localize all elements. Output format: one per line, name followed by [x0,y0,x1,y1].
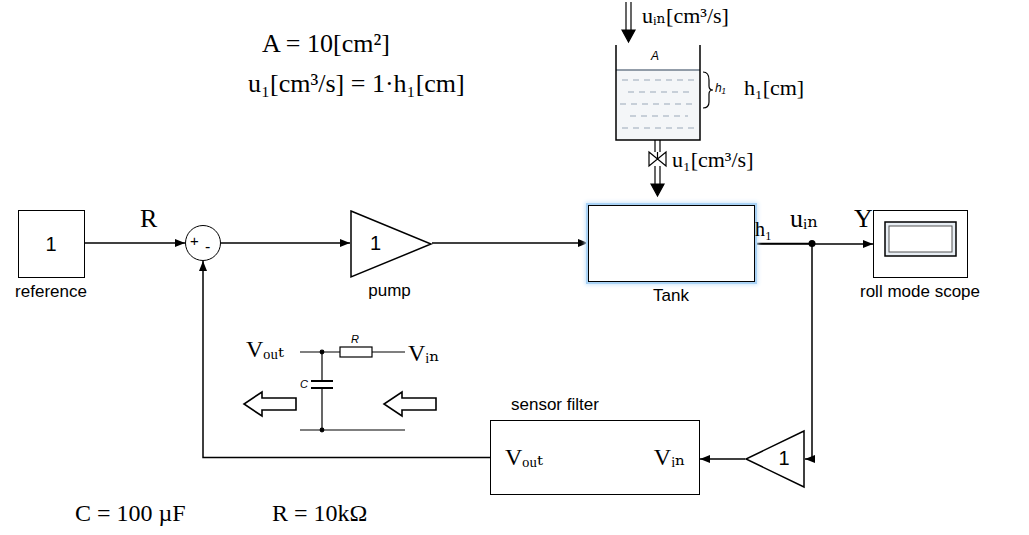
area-value: A = 10[cm²] [262,30,390,59]
signal-line [85,242,185,244]
triangle-outline [350,210,432,278]
resistor-symbol: R [351,333,359,345]
triangle-outline [745,430,805,488]
sum-junction: +- [185,225,221,261]
block-caption: sensor filter [511,396,599,415]
block-caption: roll mode scope [860,283,980,302]
subsystem-block: Tank [588,205,755,282]
block-text: - [205,238,210,256]
inflow-label: uᵢₙ[cm³/s] [642,4,729,28]
constant-block: 1reference [18,210,85,278]
block-caption: reference [15,283,87,302]
block-text: + [190,233,199,250]
block-text: 1 [370,232,381,254]
sensor-filter-block: VₒᵤₜVᵢₙsensor filter [490,420,700,495]
terminal-label: Vₒᵤₜ [246,336,284,362]
output-signal: Y [854,205,873,234]
outflow-label: u₁[cm³/s] [672,148,753,172]
block-caption: Tank [653,287,689,306]
block-text: Vₒᵤₜ [505,444,543,470]
signal-line [221,242,350,244]
component-value: C = 100 µF [75,500,186,526]
component-value: R = 10kΩ [272,500,367,526]
gain-block: 1pump [350,210,432,278]
terminal-label: Vᵢₙ [408,340,440,366]
block-caption: pump [368,282,411,301]
scope-screen [885,222,956,256]
level-symbol: h₁ [715,82,725,95]
block-text: Vᵢₙ [654,444,686,470]
inlet-flow [622,2,635,42]
signal-line [432,242,588,244]
scope-block: roll mode scope [873,210,968,278]
level-label: h₁[cm] [744,76,804,100]
signal-line [700,458,745,460]
signal-line [755,244,812,460]
block-text: 1 [778,447,789,469]
outflow-law: u₁[cm³/s] = 1·h₁[cm] [248,70,465,99]
signal-line [203,261,490,458]
gain-block: 1 [745,430,805,488]
block-text: 1 [45,233,56,255]
capacitor-symbol: C [300,378,308,390]
signal-label: R [140,205,157,234]
signal-label: uᵢₙ [790,205,819,234]
signal-label: h₁ [755,218,772,240]
outlet-valve [649,140,666,196]
area-symbol: A [651,50,659,63]
branch-point [809,240,816,247]
tank-illustration [616,45,713,140]
